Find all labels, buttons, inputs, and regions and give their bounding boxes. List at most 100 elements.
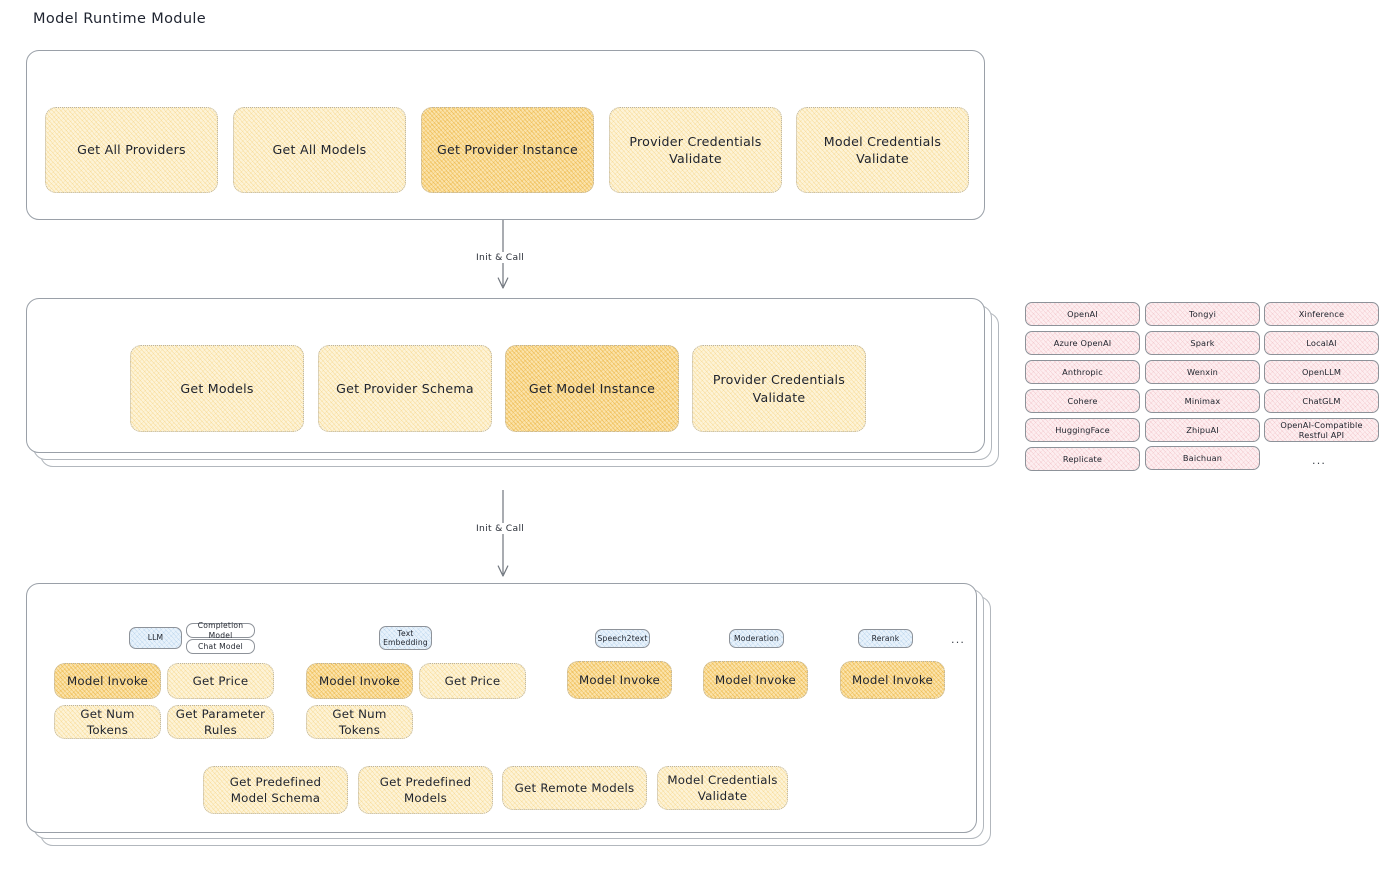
provider-tag-label: Xinference: [1298, 309, 1345, 319]
method-label: Model Invoke: [319, 673, 400, 688]
method-moderation-model-invoke[interactable]: Model Invoke: [703, 661, 808, 699]
model-type-badge-label: Rerank: [871, 633, 900, 643]
model-type-badge-text-embedding[interactable]: Text Embedding: [379, 626, 432, 650]
method-label: Model Invoke: [852, 672, 933, 687]
model-sub-badge-label: Completion Model: [197, 621, 244, 640]
method-get-predefined-model-schema[interactable]: Get Predefined Model Schema: [203, 766, 348, 814]
provider-tag-label: Spark: [1190, 338, 1215, 348]
method-llm-get-price[interactable]: Get Price: [167, 663, 274, 699]
method-label: Provider Credentials Validate: [712, 372, 846, 405]
provider-tag-anthropic[interactable]: Anthropic: [1025, 360, 1140, 384]
provider-tag-label: Minimax: [1184, 396, 1221, 406]
model-type-badge-rerank[interactable]: Rerank: [858, 629, 913, 648]
model-type-badge-moderation[interactable]: Moderation: [729, 629, 784, 648]
method-get-model-instance[interactable]: Get Model Instance: [505, 345, 679, 432]
method-provider-credentials-validate-2[interactable]: Provider Credentials Validate: [692, 345, 866, 432]
method-label: Provider Credentials Validate: [629, 133, 762, 166]
provider-tag-huggingface[interactable]: HuggingFace: [1025, 418, 1140, 442]
method-rerank-model-invoke[interactable]: Model Invoke: [840, 661, 945, 699]
method-model-credentials-validate[interactable]: Model Credentials Validate: [796, 107, 969, 193]
provider-tag-openai-compatible-restful-api[interactable]: OpenAI-Compatible Restful API: [1264, 418, 1379, 442]
method-label: Get Price: [192, 673, 249, 688]
method-label: Get Provider Schema: [336, 380, 474, 396]
provider-tag-label: Baichuan: [1182, 453, 1223, 463]
method-label: Get Models: [180, 380, 254, 396]
method-llm-get-num-tokens[interactable]: Get Num Tokens: [54, 705, 161, 739]
model-sub-badge-label: Chat Model: [198, 641, 243, 651]
provider-tag-label: Cohere: [1067, 396, 1098, 406]
provider-tag-label: Anthropic: [1062, 367, 1103, 377]
method-label: Get Model Instance: [528, 380, 656, 396]
method-label: Model Credentials Validate: [667, 772, 778, 803]
provider-tag-openllm[interactable]: OpenLLM: [1264, 360, 1379, 384]
method-label: Get Parameter Rules: [175, 706, 266, 737]
method-get-provider-instance[interactable]: Get Provider Instance: [421, 107, 594, 193]
model-type-badge-label: Moderation: [733, 633, 779, 643]
method-label: Model Invoke: [715, 672, 796, 687]
method-get-models[interactable]: Get Models: [130, 345, 304, 432]
method-provider-credentials-validate[interactable]: Provider Credentials Validate: [609, 107, 782, 193]
method-label: Model Invoke: [67, 673, 148, 688]
provider-tag-localai[interactable]: LocalAI: [1264, 331, 1379, 355]
method-get-remote-models[interactable]: Get Remote Models: [502, 766, 647, 810]
model-type-badge-label: LLM: [147, 633, 164, 643]
method-text-embedding-model-invoke[interactable]: Model Invoke: [306, 663, 413, 699]
provider-tag-label: ZhipuAI: [1186, 425, 1219, 435]
provider-tag-replicate[interactable]: Replicate: [1025, 447, 1140, 471]
method-text-embedding-get-num-tokens[interactable]: Get Num Tokens: [306, 705, 413, 739]
provider-tag-label: Azure OpenAI: [1053, 338, 1112, 348]
provider-list-ellipsis: ...: [1312, 454, 1327, 467]
method-label: Get Predefined Models: [379, 774, 472, 805]
provider-tag-wenxin[interactable]: Wenxin: [1145, 360, 1260, 384]
provider-tag-xinference[interactable]: Xinference: [1264, 302, 1379, 326]
connector-provider-to-model: [497, 490, 509, 577]
model-type-badge-llm[interactable]: LLM: [129, 627, 182, 649]
method-model-credentials-validate-3[interactable]: Model Credentials Validate: [657, 766, 788, 810]
provider-tag-label: Replicate: [1062, 454, 1103, 464]
method-llm-model-invoke[interactable]: Model Invoke: [54, 663, 161, 699]
method-get-predefined-models[interactable]: Get Predefined Models: [358, 766, 493, 814]
provider-tag-azure-openai[interactable]: Azure OpenAI: [1025, 331, 1140, 355]
provider-tag-zhipuai[interactable]: ZhipuAI: [1145, 418, 1260, 442]
method-get-all-providers[interactable]: Get All Providers: [45, 107, 218, 193]
method-label: Get All Models: [272, 142, 367, 158]
provider-tag-tongyi[interactable]: Tongyi: [1145, 302, 1260, 326]
method-label: Get Num Tokens: [332, 706, 387, 737]
provider-tag-label: HuggingFace: [1055, 425, 1110, 435]
provider-tag-label: OpenLLM: [1301, 367, 1342, 377]
method-speech2text-model-invoke[interactable]: Model Invoke: [567, 661, 672, 699]
provider-tag-spark[interactable]: Spark: [1145, 331, 1260, 355]
model-sub-badge-completion-model[interactable]: Completion Model: [186, 621, 255, 640]
provider-tag-minimax[interactable]: Minimax: [1145, 389, 1260, 413]
method-label: Model Credentials Validate: [823, 133, 942, 166]
provider-tag-cohere[interactable]: Cohere: [1025, 389, 1140, 413]
provider-tag-label: Tongyi: [1188, 309, 1217, 319]
provider-tag-baichuan[interactable]: Baichuan: [1145, 446, 1260, 470]
provider-tag-label: ChatGLM: [1302, 396, 1341, 406]
provider-tag-openai[interactable]: OpenAI: [1025, 302, 1140, 326]
method-get-all-models[interactable]: Get All Models: [233, 107, 406, 193]
method-label: Get Provider Instance: [436, 142, 579, 158]
connector-label-init-call-2: Init & Call: [472, 523, 529, 534]
method-text-embedding-get-price[interactable]: Get Price: [419, 663, 526, 699]
model-type-badge-label: Speech2text: [597, 633, 648, 643]
connector-label-init-call-1: Init & Call: [472, 252, 529, 263]
method-get-provider-schema[interactable]: Get Provider Schema: [318, 345, 492, 432]
method-llm-get-parameter-rules[interactable]: Get Parameter Rules: [167, 705, 274, 739]
provider-tag-chatglm[interactable]: ChatGLM: [1264, 389, 1379, 413]
model-type-badge-label: Text Embedding: [383, 628, 428, 647]
method-label: Get Price: [444, 673, 501, 688]
method-label: Model Invoke: [579, 672, 660, 687]
provider-tag-label: LocalAI: [1306, 338, 1337, 348]
method-label: Get Predefined Model Schema: [229, 774, 322, 805]
method-label: Get Num Tokens: [80, 706, 135, 737]
model-types-ellipsis: ...: [951, 633, 966, 646]
provider-tag-label: OpenAI-Compatible Restful API: [1280, 420, 1363, 440]
card-model: [26, 583, 977, 833]
model-sub-badge-chat-model[interactable]: Chat Model: [186, 639, 255, 654]
method-label: Get Remote Models: [514, 780, 635, 795]
method-label: Get All Providers: [77, 142, 186, 158]
provider-tag-label: Wenxin: [1186, 367, 1219, 377]
model-type-badge-speech2text[interactable]: Speech2text: [595, 629, 650, 648]
